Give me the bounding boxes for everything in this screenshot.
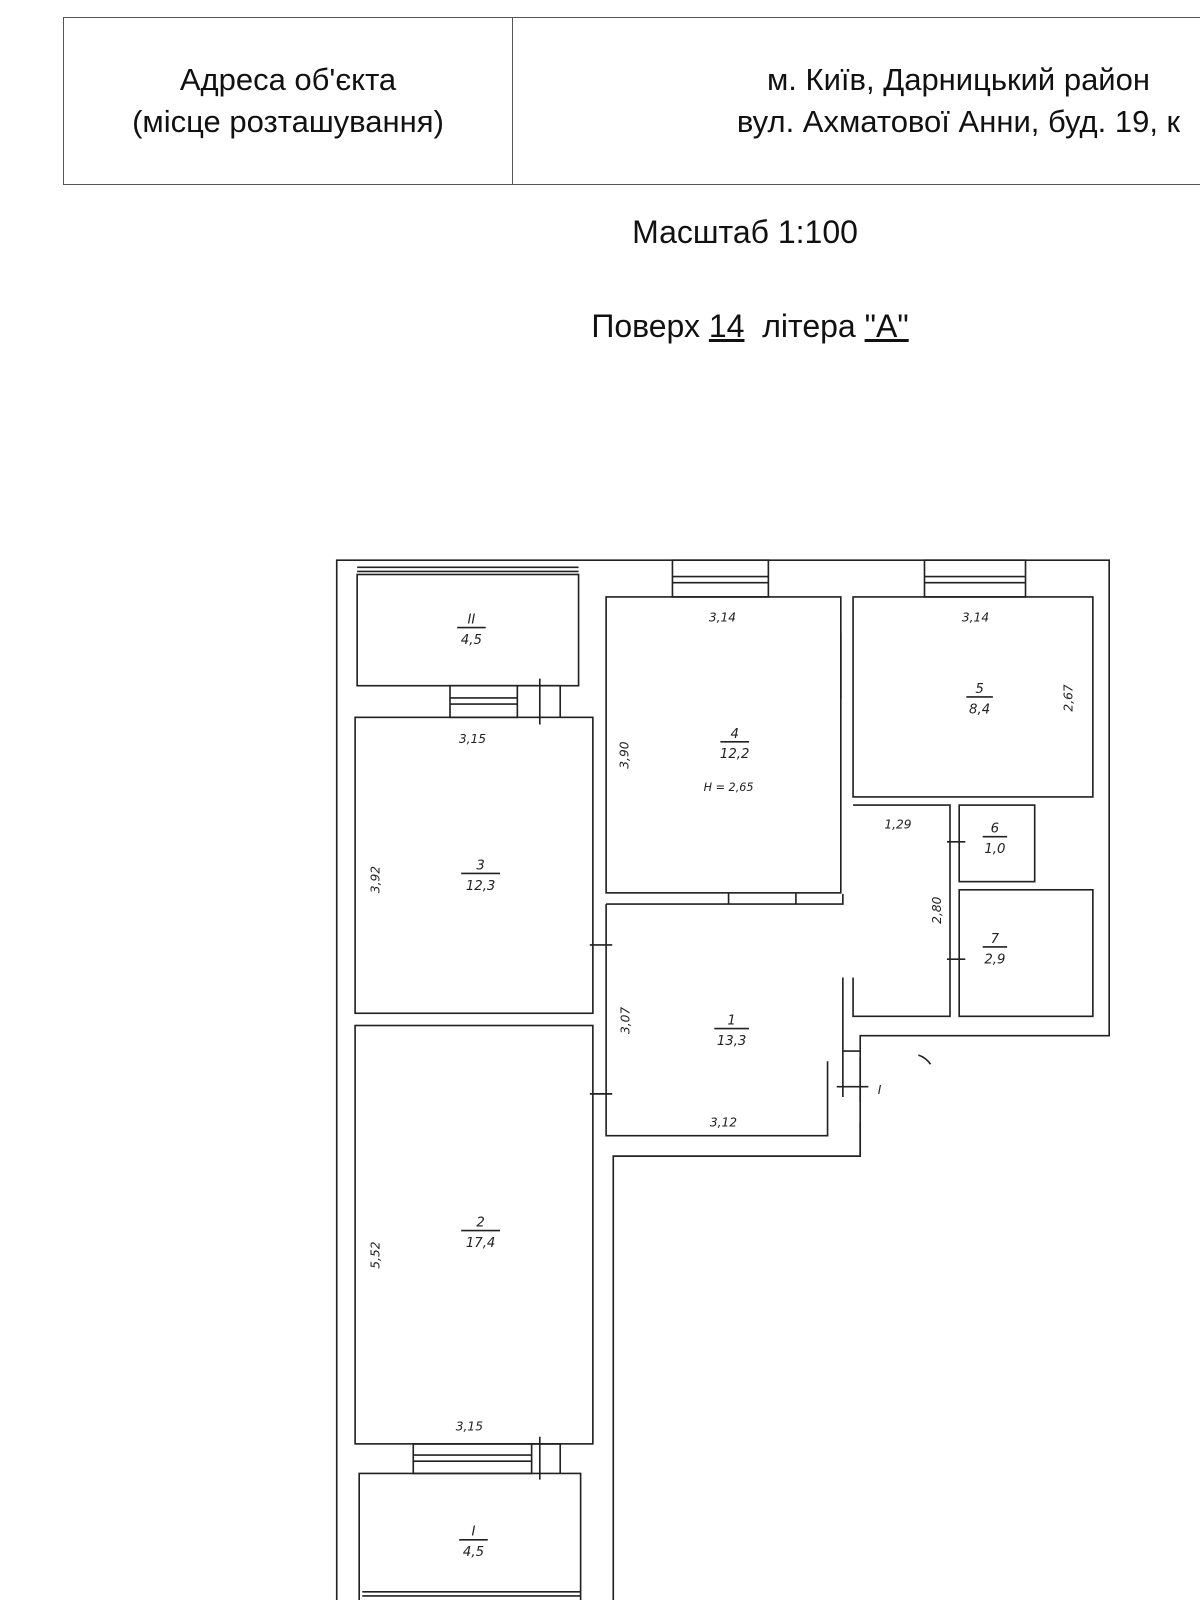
door-arc [918, 1054, 932, 1065]
room-area: 17,4 [466, 1236, 496, 1251]
window [671, 559, 770, 598]
room-area: 1,0 [984, 842, 1005, 857]
room-height: H = 2,65 [704, 781, 754, 794]
room-number: II [468, 612, 476, 627]
room-number: 2 [476, 1216, 484, 1231]
address-label-sub: (місце розташування) [132, 104, 444, 139]
room-number: 1 [727, 1013, 735, 1028]
room-area: 4,5 [461, 633, 482, 648]
room-3 [354, 716, 594, 1015]
dimension: 3,12 [710, 1116, 737, 1130]
room-area: 12,2 [720, 747, 750, 762]
address-label: Адреса об'єкта [179, 62, 397, 97]
floor-label: Поверх 14 літера "А" [0, 308, 1200, 345]
room-number: 7 [991, 932, 1000, 947]
door-marks [589, 632, 966, 1095]
room-area: 2,9 [984, 952, 1005, 967]
letter-prefix: літера [762, 308, 856, 344]
floor-prefix: Поверх [591, 308, 700, 344]
outer-wall [335, 559, 1110, 1600]
window [357, 566, 579, 573]
address-line-1: м. Київ, Дарницький район [766, 62, 1150, 97]
scale-label: Масштаб 1:100 [632, 214, 858, 250]
address-line-2: вул. Ахматової Анни, буд. 19, к [736, 104, 1181, 139]
room-number: 4 [730, 727, 738, 742]
room-6 [958, 804, 1036, 883]
window [923, 559, 1027, 598]
dimension: 3,92 [369, 866, 383, 893]
room-7 [958, 888, 1094, 1018]
balcony-door [412, 1436, 562, 1480]
dimension: 3,90 [618, 741, 632, 768]
room-number: 3 [476, 858, 484, 873]
room-4 [605, 596, 842, 894]
dimension: 3,15 [456, 1420, 483, 1434]
entrance-mark: I [878, 1083, 882, 1097]
address-label-cell: Адреса об'єкта (місце розташування) [64, 18, 513, 184]
dimension: 3,15 [459, 732, 486, 746]
floor-letter: "А" [864, 308, 909, 344]
dimension: 5,52 [369, 1241, 383, 1268]
balcony-door [449, 678, 562, 725]
room-number: I [472, 1525, 476, 1540]
room-2 [354, 1024, 594, 1445]
dimension: 2,80 [930, 896, 944, 923]
corridor [852, 804, 951, 1018]
room-area: 12,3 [466, 879, 496, 894]
dimension: 3,07 [619, 1007, 633, 1034]
entry-walls [842, 1050, 862, 1157]
room-number: 6 [991, 822, 999, 837]
dimension: 3,14 [709, 610, 736, 624]
address-value-cell: м. Київ, Дарницький район вул. Ахматової… [513, 18, 1200, 184]
room-1 [605, 893, 844, 1137]
room-area: 13,3 [717, 1034, 747, 1049]
room-area: 4,5 [463, 1545, 484, 1560]
dimension: 3,14 [962, 610, 989, 624]
floor-number: 14 [708, 308, 745, 344]
dimension: 2,67 [1061, 684, 1075, 711]
room-number: 5 [975, 682, 983, 697]
address-table: Адреса об'єкта (місце розташування) м. К… [63, 17, 1200, 185]
balcony-I [358, 1472, 582, 1600]
room-area: 8,4 [969, 702, 990, 717]
window [362, 1591, 581, 1597]
balcony-II [356, 573, 580, 687]
dimension: 1,29 [884, 818, 911, 832]
